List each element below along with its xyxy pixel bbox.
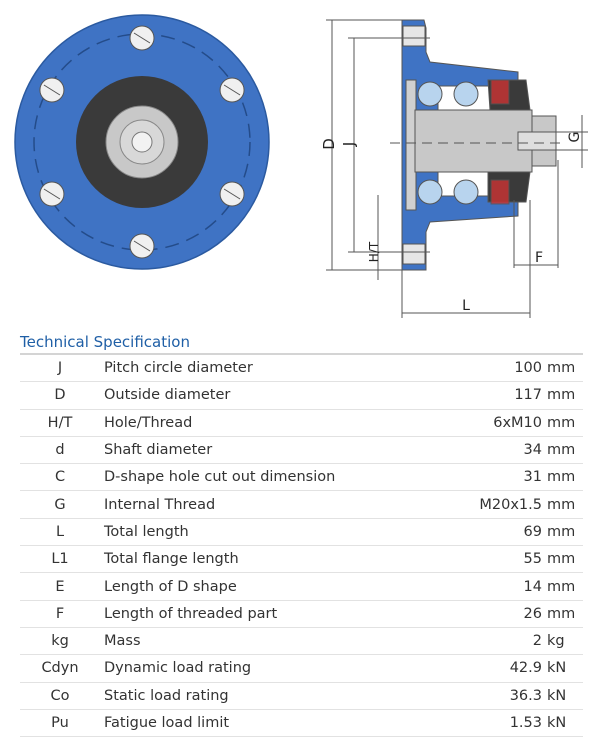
spec-value: M20x1.5 <box>479 496 542 513</box>
technical-drawing: D J H/T F L G <box>14 14 588 318</box>
spec-value: 6xM10 <box>493 414 542 431</box>
spec-unit: kN <box>547 687 567 704</box>
spec-symbol: F <box>55 605 65 622</box>
spec-row: L1 Total flange length 55 mm <box>20 546 583 574</box>
spec-row: E Length of D shape 14 mm <box>20 573 583 601</box>
spec-label: Dynamic load rating <box>104 660 252 677</box>
dim-label-d: D <box>320 138 338 150</box>
spec-row: D Outside diameter 117 mm <box>20 382 583 410</box>
spec-row: kg Mass 2 kg <box>20 628 583 656</box>
spec-unit: kN <box>547 715 567 731</box>
spec-value: 26 <box>523 605 542 622</box>
spec-value: 100 <box>514 360 542 377</box>
dim-label-g: G <box>567 132 583 143</box>
spec-value: 42.9 <box>509 660 542 677</box>
spec-title: Technical Specification <box>20 333 190 351</box>
spec-label: Hole/Thread <box>104 414 193 431</box>
spec-value: 36.3 <box>509 687 542 704</box>
spec-label: Internal Thread <box>104 496 216 513</box>
dim-label-j: J <box>340 142 358 147</box>
bolt-holes <box>39 25 245 259</box>
spec-label: Total length <box>104 523 189 540</box>
spec-label: Fatigue load limit <box>104 715 230 731</box>
spec-symbol: d <box>55 442 65 459</box>
spec-value: 55 <box>523 551 542 568</box>
spec-label: Total flange length <box>104 551 239 568</box>
spec-unit: mm <box>547 551 576 568</box>
spec-unit: mm <box>547 605 576 622</box>
spec-unit: mm <box>547 496 576 513</box>
spec-unit: mm <box>547 469 576 486</box>
spec-row: C D-shape hole cut out dimension 31 mm <box>20 464 583 492</box>
spec-symbol: E <box>55 578 65 595</box>
spec-unit: mm <box>547 523 576 540</box>
spec-symbol: Co <box>50 687 70 704</box>
dim-label-f: F <box>535 250 543 266</box>
spec-label: D-shape hole cut out dimension <box>104 469 336 486</box>
spec-value: 2 <box>532 633 542 650</box>
spec-unit: mm <box>547 387 576 404</box>
spec-label: Static load rating <box>104 687 229 704</box>
spec-symbol: C <box>54 469 66 486</box>
spec-symbol: L1 <box>51 551 69 568</box>
spec-label: Outside diameter <box>104 387 231 404</box>
spec-label: Length of threaded part <box>104 605 278 622</box>
spec-label: Pitch circle diameter <box>104 360 253 377</box>
spec-symbol: J <box>57 360 63 377</box>
spec-value: 117 <box>514 387 542 404</box>
spec-value: 14 <box>523 578 542 595</box>
spec-unit: mm <box>547 442 576 459</box>
spec-value: 1.53 <box>509 715 542 731</box>
bolt-hole <box>39 181 65 207</box>
section-view <box>326 19 588 318</box>
spec-label: Mass <box>104 633 141 650</box>
bolt-hole <box>129 233 155 259</box>
dim-label-ht: H/T <box>367 241 381 262</box>
spec-label: Length of D shape <box>104 578 237 595</box>
bolt-hole <box>219 77 245 103</box>
spec-unit: mm <box>547 414 576 431</box>
spec-symbol: H/T <box>47 414 73 431</box>
spec-row: Pu Fatigue load limit 1.53 kN <box>20 710 583 737</box>
spec-symbol: G <box>54 496 66 513</box>
bolt-hole <box>39 77 65 103</box>
spec-symbol: kg <box>51 633 69 650</box>
spec-label: Shaft diameter <box>104 442 213 459</box>
spec-row: Cdyn Dynamic load rating 42.9 kN <box>20 655 583 683</box>
spec-row: Co Static load rating 36.3 kN <box>20 683 583 710</box>
spec-symbol: Cdyn <box>41 660 79 677</box>
spec-unit: kg <box>547 633 565 650</box>
spec-symbol: Pu <box>51 715 69 731</box>
dim-label-l: L <box>462 298 470 314</box>
spec-row: L Total length 69 mm <box>20 519 583 547</box>
spec-value: 34 <box>523 442 542 459</box>
spec-row: F Length of threaded part 26 mm <box>20 601 583 628</box>
spec-unit: mm <box>547 360 576 377</box>
spec-unit: kN <box>547 660 567 677</box>
bolt-hole <box>219 181 245 207</box>
spec-row: d Shaft diameter 34 mm <box>20 437 583 465</box>
spec-symbol: L <box>55 523 65 540</box>
spec-symbol: D <box>54 387 66 404</box>
spec-unit: mm <box>547 578 576 595</box>
spec-row: G Internal Thread M20x1.5 mm <box>20 491 583 519</box>
spec-row: J Pitch circle diameter 100 mm <box>20 355 583 383</box>
spec-value: 31 <box>523 469 542 486</box>
front-view <box>14 14 270 270</box>
spec-row: H/T Hole/Thread 6xM10 mm <box>20 410 583 437</box>
bolt-hole <box>129 25 155 51</box>
spec-value: 69 <box>523 523 542 540</box>
